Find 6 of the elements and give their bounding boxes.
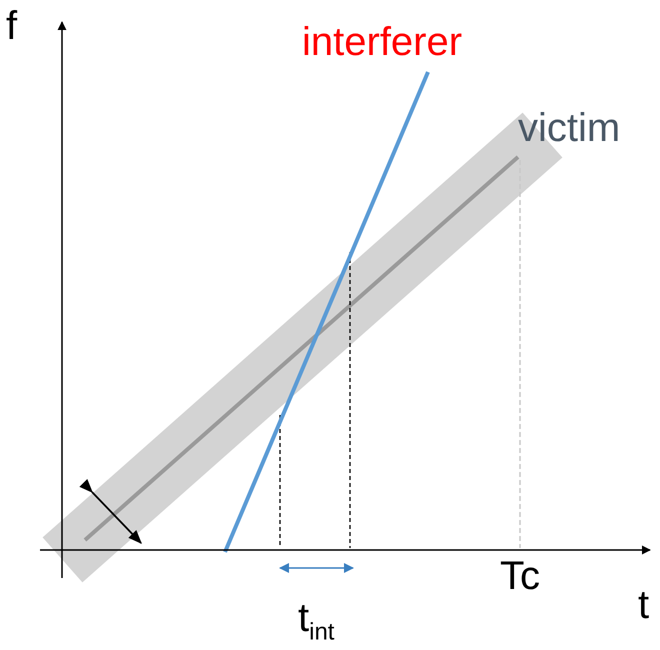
- dimension-label: t$_{int}$: [298, 598, 334, 644]
- axis-label: t: [638, 585, 650, 625]
- axis-label: f: [6, 6, 18, 46]
- line-label: interferer: [302, 22, 462, 62]
- tick-label: Tc: [500, 556, 540, 596]
- line-label: victim: [518, 108, 620, 148]
